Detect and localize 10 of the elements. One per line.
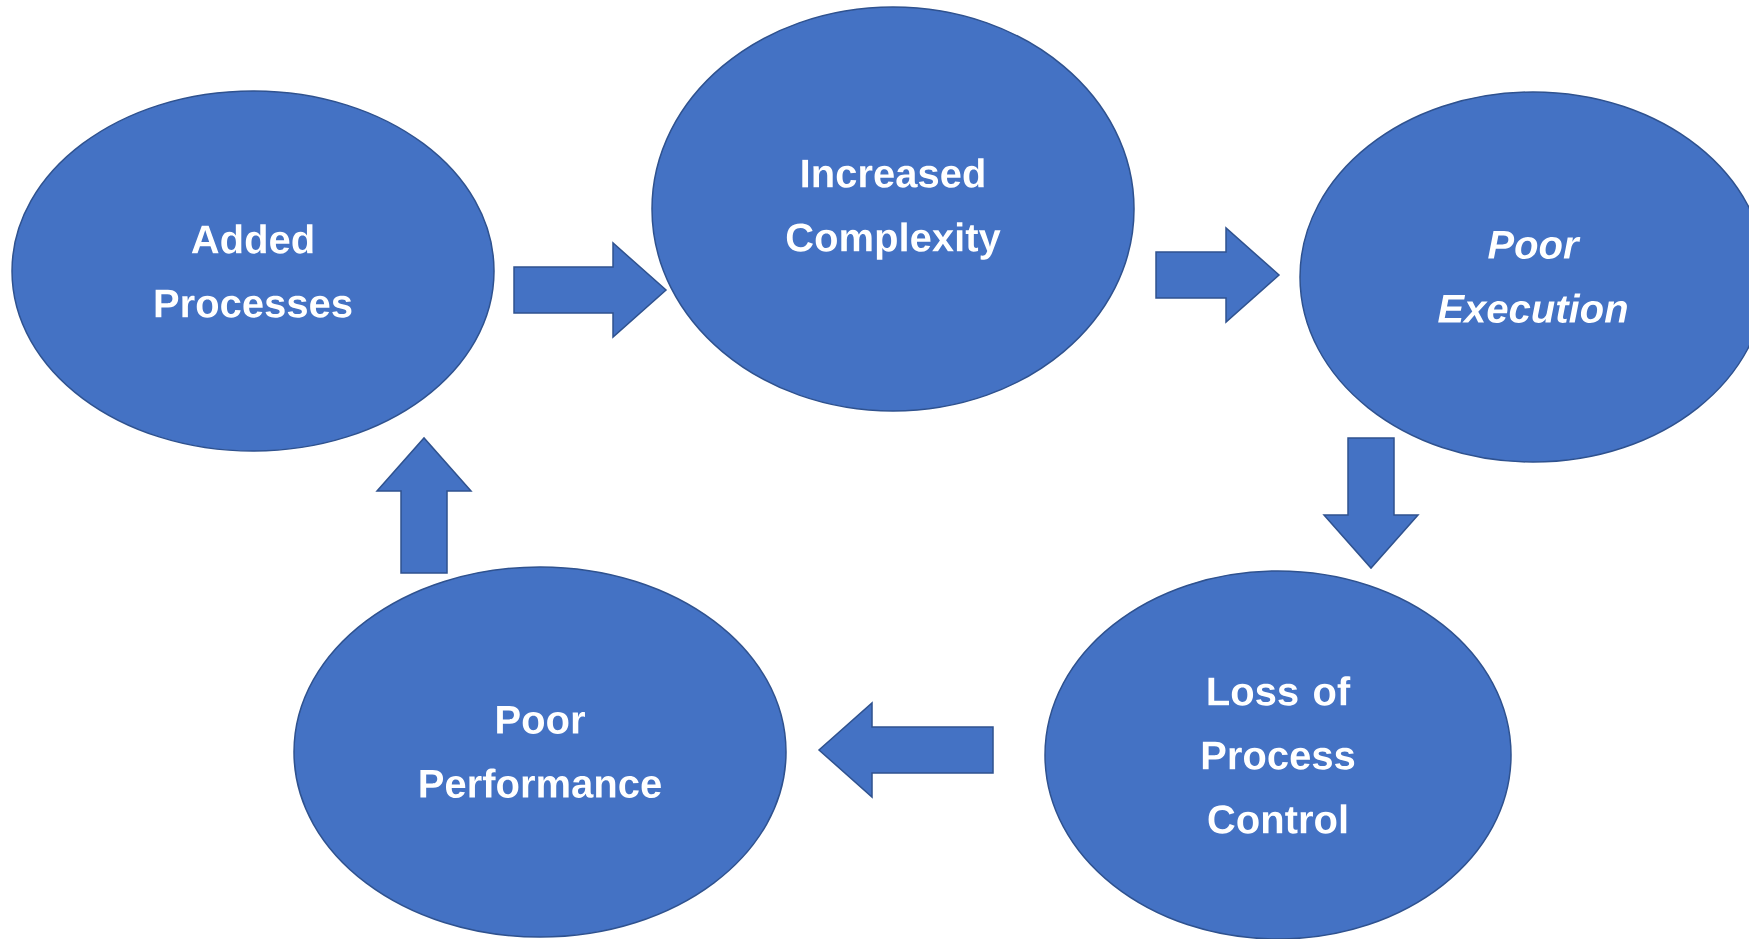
ellipse-node: Added Processes	[11, 90, 495, 452]
block-arrow	[1322, 437, 1420, 570]
ellipse-node: Loss of Process Control	[1044, 570, 1512, 939]
block-arrow	[513, 241, 668, 339]
ellipse-node: Increased Complexity	[651, 6, 1135, 412]
ellipse-node: Poor Execution	[1299, 91, 1749, 463]
ellipse-node: Poor Performance	[293, 566, 787, 938]
block-arrow	[817, 701, 994, 799]
block-arrow	[375, 436, 473, 574]
block-arrow	[1155, 226, 1281, 324]
